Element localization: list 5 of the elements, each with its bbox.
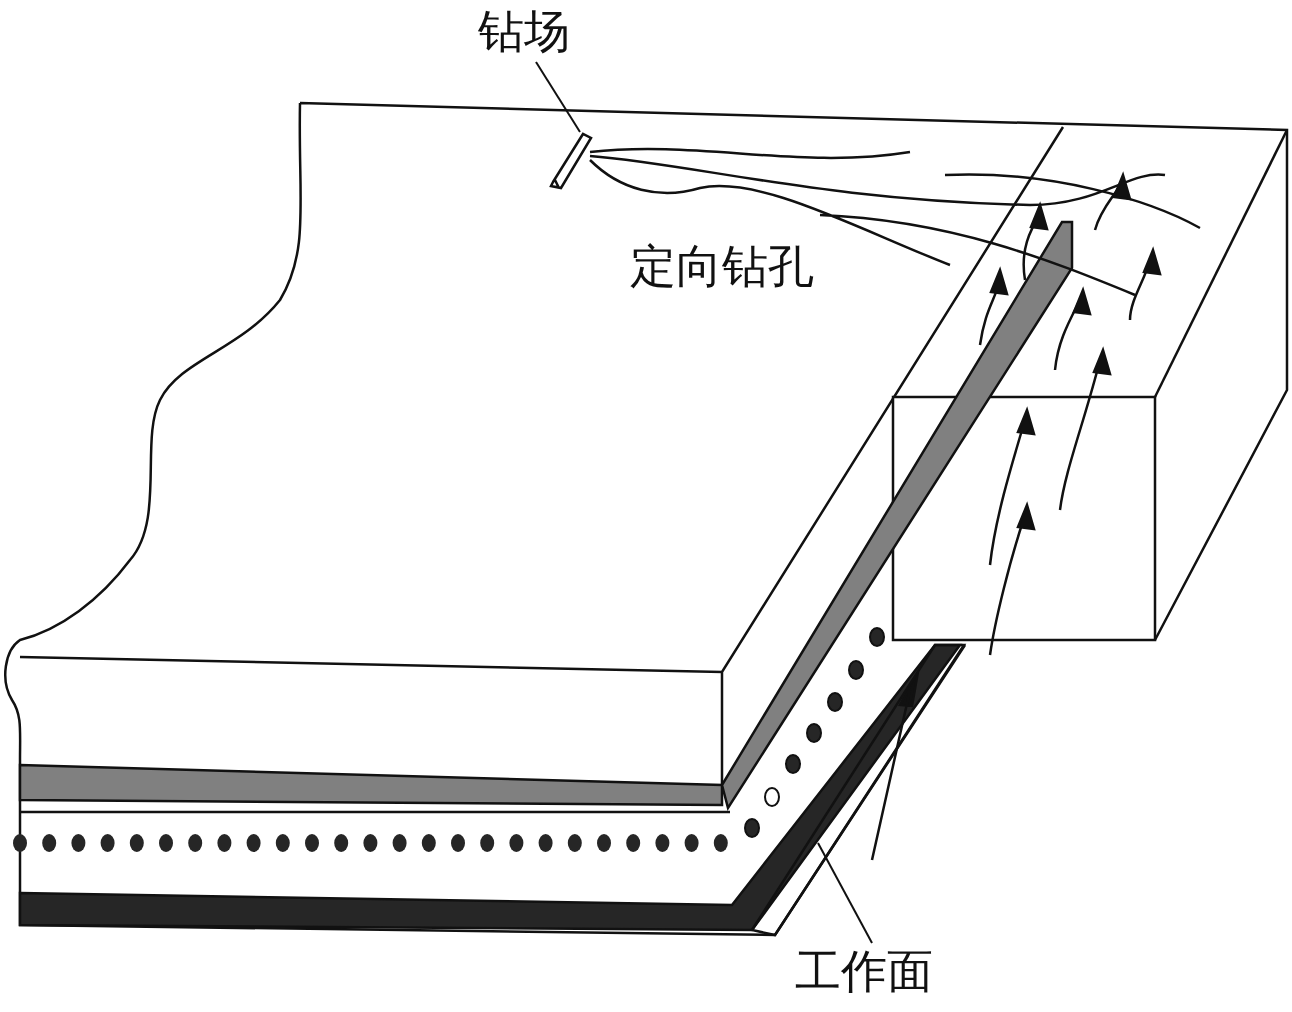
label-text: 工作面 bbox=[795, 945, 933, 997]
label-text: 钻场 bbox=[478, 5, 570, 57]
leader-line bbox=[535, 61, 581, 133]
leader-line bbox=[817, 842, 873, 944]
label-text: 定向钻孔 bbox=[630, 240, 814, 292]
